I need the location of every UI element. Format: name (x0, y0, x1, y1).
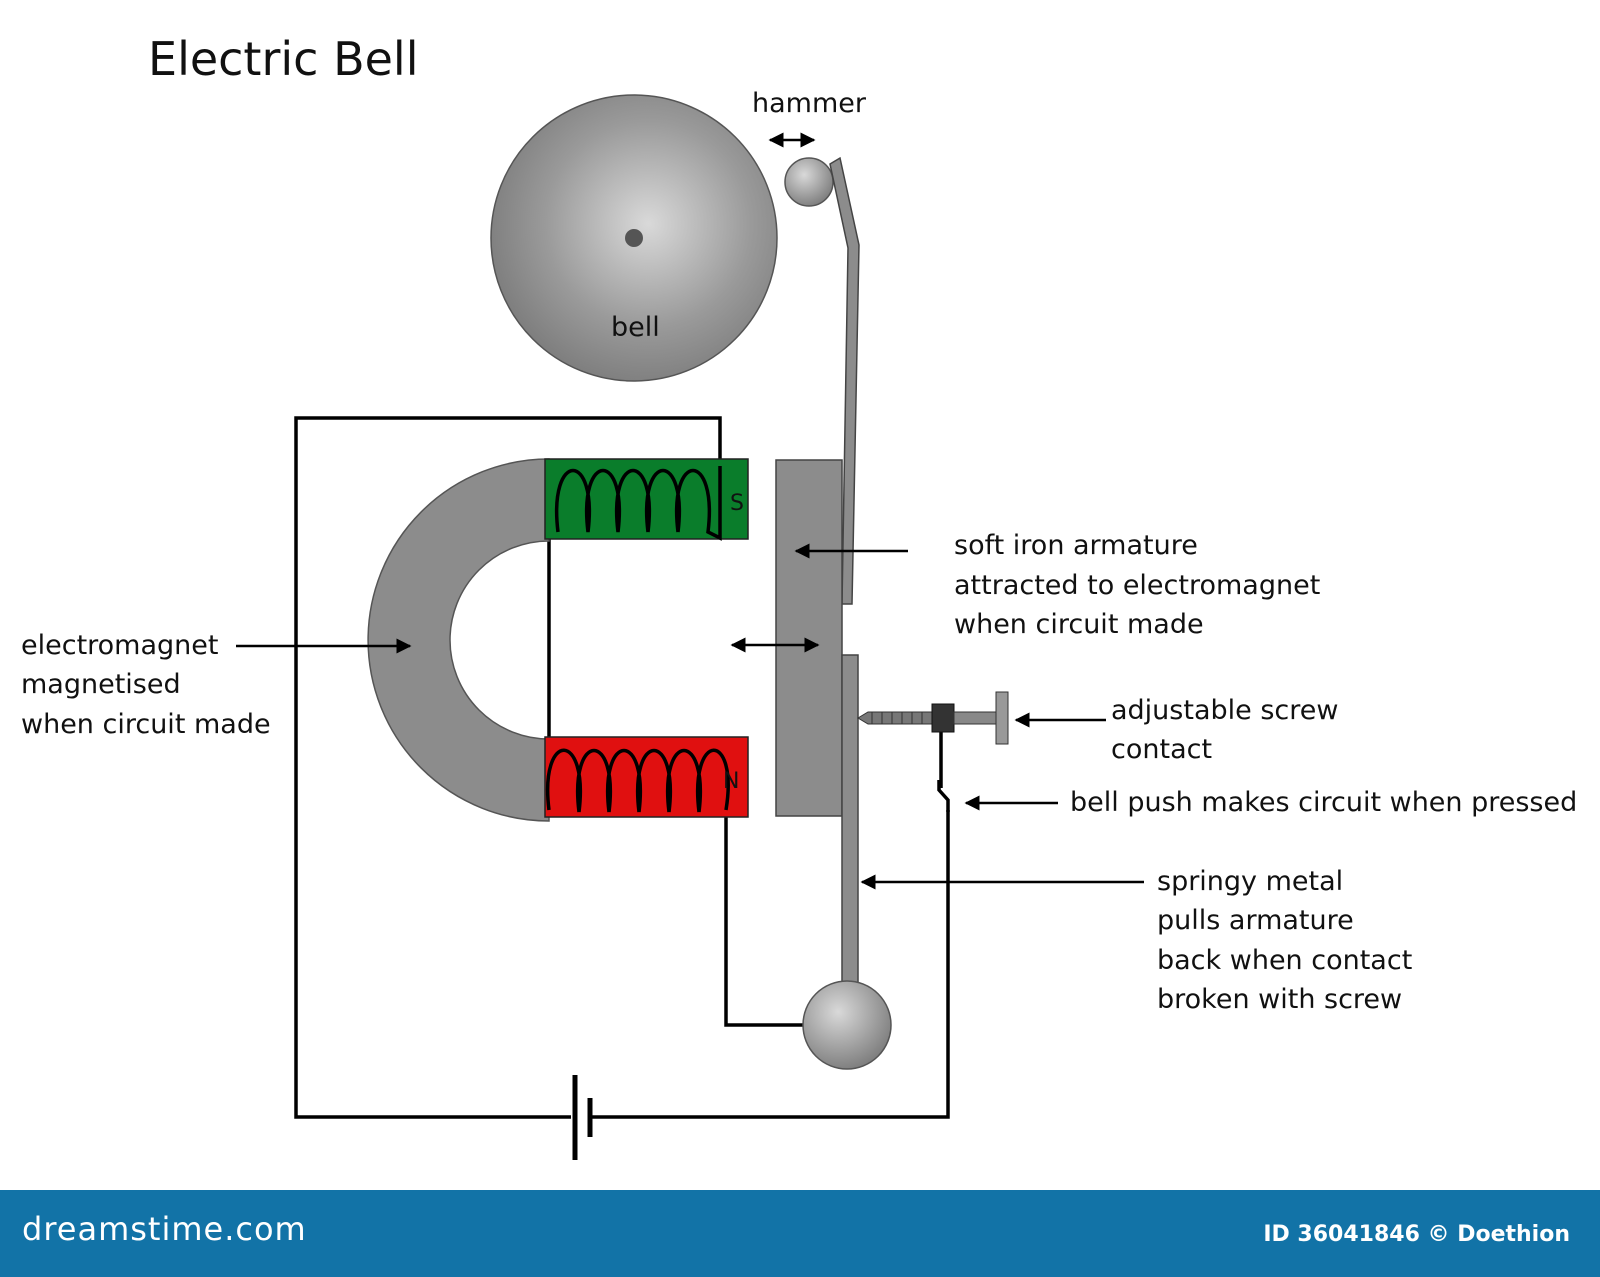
svg-text:back when contact: back when contact (1157, 945, 1412, 976)
battery-cell (572, 1075, 593, 1160)
svg-text:soft iron armature: soft iron armature (954, 530, 1198, 561)
svg-text:attracted to electromagnet: attracted to electromagnet (954, 570, 1320, 601)
north-pole-letter: N (723, 769, 739, 794)
bell-label: bell (611, 312, 660, 343)
bell-push-switch (937, 780, 950, 812)
adjustable-screw (857, 691, 1009, 745)
north-coil-winding (546, 748, 730, 813)
svg-text:when circuit made: when circuit made (954, 609, 1204, 640)
svg-text:magnetised: magnetised (21, 669, 181, 700)
footer-bar: dreamstime.com ID 36041846 © Doethion (0, 1190, 1600, 1277)
bell-dome (490, 94, 778, 382)
svg-text:springy metal: springy metal (1157, 866, 1343, 897)
screw-label: adjustable screw contact (1111, 695, 1338, 765)
springy-metal-strip (841, 654, 859, 1008)
pivot-ball (802, 980, 892, 1070)
footer-credit: ID 36041846 © Doethion (1263, 1222, 1570, 1247)
svg-text:pulls armature: pulls armature (1157, 905, 1354, 936)
hammer-arm (829, 156, 860, 605)
svg-text:broken with screw: broken with screw (1157, 984, 1402, 1015)
north-pole-coil (544, 736, 749, 818)
footer-brand[interactable]: dreamstime.com (22, 1210, 307, 1248)
electromagnet-core (367, 458, 550, 822)
hammer-ball (784, 157, 834, 207)
electric-bell-diagram: Electric Bell bell hammer S N (21, 32, 1577, 1160)
svg-text:electromagnet: electromagnet (21, 630, 218, 661)
hammer-label: hammer (752, 88, 867, 119)
svg-text:when circuit made: when circuit made (21, 709, 271, 740)
svg-text:adjustable screw: adjustable screw (1111, 695, 1338, 726)
diagram-title: Electric Bell (148, 32, 419, 86)
bell-push-label: bell push makes circuit when pressed (1070, 787, 1577, 818)
south-pole-letter: S (730, 491, 744, 516)
electromagnet-label: electromagnet magnetised when circuit ma… (21, 630, 271, 740)
spring-label: springy metal pulls armature back when c… (1157, 866, 1412, 1015)
soft-iron-armature (775, 459, 843, 817)
south-coil-winding (555, 466, 722, 541)
armature-label: soft iron armature attracted to electrom… (954, 530, 1320, 640)
svg-text:contact: contact (1111, 734, 1212, 765)
